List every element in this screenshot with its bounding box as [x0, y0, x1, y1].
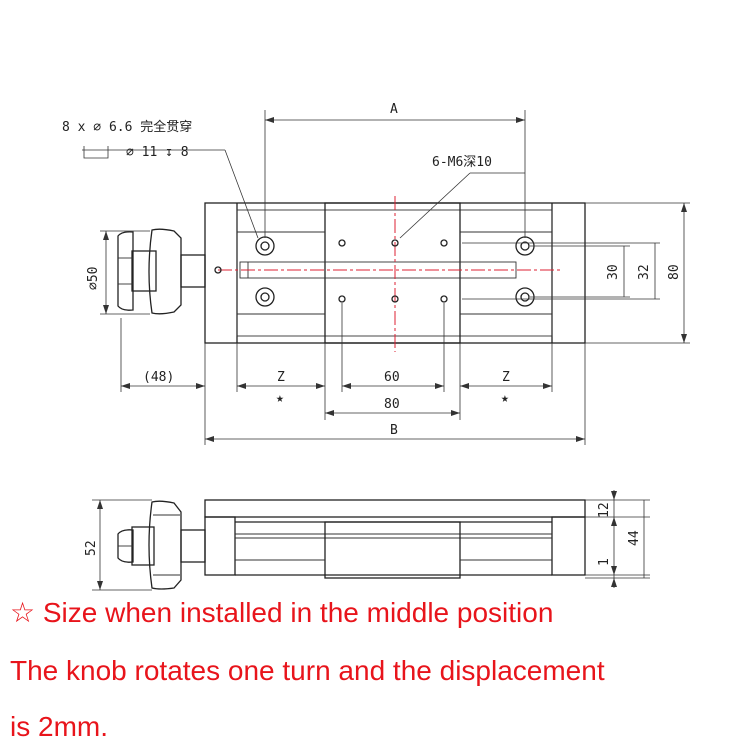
note-middle-position: ☆ Size when installed in the middle posi… — [10, 597, 554, 628]
side-view — [92, 490, 650, 591]
dimension-phi50 — [100, 230, 150, 315]
hole-spec-label: 8 x ∅ 6.6 完全贯穿 — [62, 119, 192, 135]
top-view — [82, 110, 690, 445]
dimension-44-label: 44 — [627, 530, 642, 546]
side-carriage — [324, 521, 461, 579]
dimension-80-right-label: 80 — [667, 264, 682, 280]
hole-spec-leader — [82, 146, 259, 239]
dimension-A — [264, 110, 526, 238]
lead-screw — [239, 261, 517, 279]
dimension-48-label: (48) — [143, 370, 174, 385]
side-right-block — [551, 516, 586, 576]
dimension-side-right — [585, 490, 650, 588]
dimension-B-label: B — [390, 423, 398, 438]
dimension-32-label: 32 — [637, 264, 652, 280]
knob-top — [117, 228, 206, 315]
note-displacement: is 2mm. — [10, 711, 108, 742]
dimension-phi50-label: ∅50 — [86, 267, 101, 290]
dimension-Z-right-label: Z — [502, 370, 510, 385]
dimension-1-label: 1 — [597, 558, 612, 566]
side-left-block — [204, 516, 236, 576]
thread-spec-leader — [399, 172, 525, 239]
dimension-Z-left-label: Z — [277, 370, 285, 385]
dimension-bottom-stack — [120, 303, 586, 445]
dimension-80-bottom-label: 80 — [384, 397, 400, 412]
dimension-52-label: 52 — [84, 540, 99, 556]
threaded-holes — [214, 239, 448, 303]
knob-side — [117, 500, 206, 590]
side-top-plate — [204, 499, 586, 518]
dimension-52 — [92, 499, 152, 591]
dimension-30-label: 30 — [606, 264, 621, 280]
star-marker: ★ — [276, 391, 284, 406]
dimension-right-stack — [462, 202, 690, 344]
dimension-A-label: A — [390, 102, 398, 117]
dimension-60-label: 60 — [384, 370, 400, 385]
carriage-plate — [324, 202, 461, 344]
star-marker: ★ — [501, 391, 509, 406]
dimension-12-label: 12 — [597, 502, 612, 518]
note-knob-rotation: The knob rotates one turn and the displa… — [10, 655, 605, 686]
thread-spec-label: 6-M6深10 — [432, 155, 492, 170]
counterbore-spec-label: ∅ 11 ↧ 8 — [126, 145, 189, 160]
